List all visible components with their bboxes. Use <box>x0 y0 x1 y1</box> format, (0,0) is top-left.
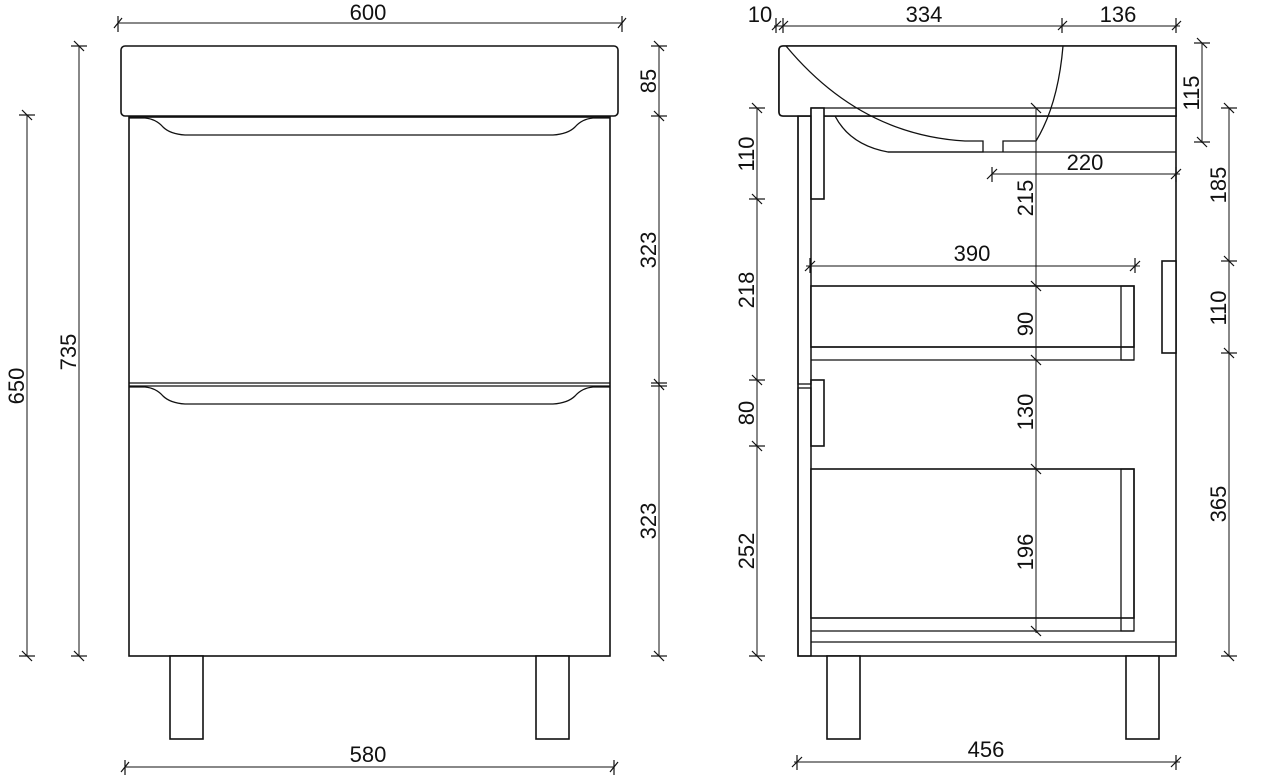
front-view: 600 580 650 735 85 <box>4 0 667 775</box>
svg-text:220: 220 <box>1067 150 1104 175</box>
svg-text:110: 110 <box>1206 290 1231 325</box>
svg-text:85: 85 <box>636 69 661 93</box>
svg-text:196: 196 <box>1013 534 1038 571</box>
leg-front-right <box>535 655 570 740</box>
dim-inner-vertical: 215 90 130 196 <box>1013 102 1042 637</box>
dim-height-total: 735 <box>56 40 87 662</box>
svg-text:110: 110 <box>734 136 759 171</box>
leg-side-front <box>826 655 861 740</box>
dim-basin-height-side: 115 <box>1179 37 1210 148</box>
front-panel-mid <box>810 379 825 447</box>
lower-drawer-handle <box>129 386 610 405</box>
svg-text:218: 218 <box>734 272 759 309</box>
svg-text:390: 390 <box>954 241 991 266</box>
svg-text:580: 580 <box>350 742 387 767</box>
svg-text:10: 10 <box>748 2 772 27</box>
svg-text:185: 185 <box>1206 167 1231 204</box>
leg-front-left <box>169 655 204 740</box>
rear-slot <box>1161 260 1177 354</box>
dim-width-top: 600 <box>113 0 627 32</box>
svg-text:90: 90 <box>1013 312 1038 336</box>
svg-text:650: 650 <box>4 368 29 405</box>
dim-siphon-cut: 220 <box>986 150 1182 182</box>
side-view: 215 90 130 196 10 334 136 220 <box>734 2 1237 770</box>
svg-text:323: 323 <box>636 232 661 269</box>
svg-text:323: 323 <box>636 503 661 540</box>
dim-width-bottom: 580 <box>120 742 619 775</box>
front-panel-upper <box>810 107 825 200</box>
bowl-curve <box>785 45 984 153</box>
leg-side-rear <box>1125 655 1160 740</box>
svg-text:365: 365 <box>1206 486 1231 523</box>
svg-text:80: 80 <box>734 401 759 425</box>
lower-drawer-box <box>810 468 1135 619</box>
svg-text:252: 252 <box>734 533 759 570</box>
dim-depth-bottom: 456 <box>791 737 1182 770</box>
svg-text:334: 334 <box>906 2 943 27</box>
svg-text:456: 456 <box>968 737 1005 762</box>
svg-text:136: 136 <box>1100 2 1137 27</box>
basin-front <box>120 45 619 117</box>
svg-text:115: 115 <box>1179 75 1204 110</box>
dim-right-stack: 85 323 323 <box>636 40 667 662</box>
upper-drawer-box <box>810 285 1135 348</box>
svg-text:130: 130 <box>1013 394 1038 431</box>
dim-left-stack: 110 218 80 252 <box>734 102 765 662</box>
svg-text:600: 600 <box>350 0 387 25</box>
upper-drawer-handle <box>129 117 610 136</box>
svg-text:735: 735 <box>56 334 81 371</box>
dim-drawer-depth: 390 <box>804 241 1141 273</box>
dim-rear-stack: 185 110 365 <box>1206 102 1237 662</box>
dim-height-cabinet: 650 <box>4 109 35 662</box>
dim-top-stack: 10 334 136 <box>748 2 1182 33</box>
svg-text:215: 215 <box>1013 180 1038 217</box>
